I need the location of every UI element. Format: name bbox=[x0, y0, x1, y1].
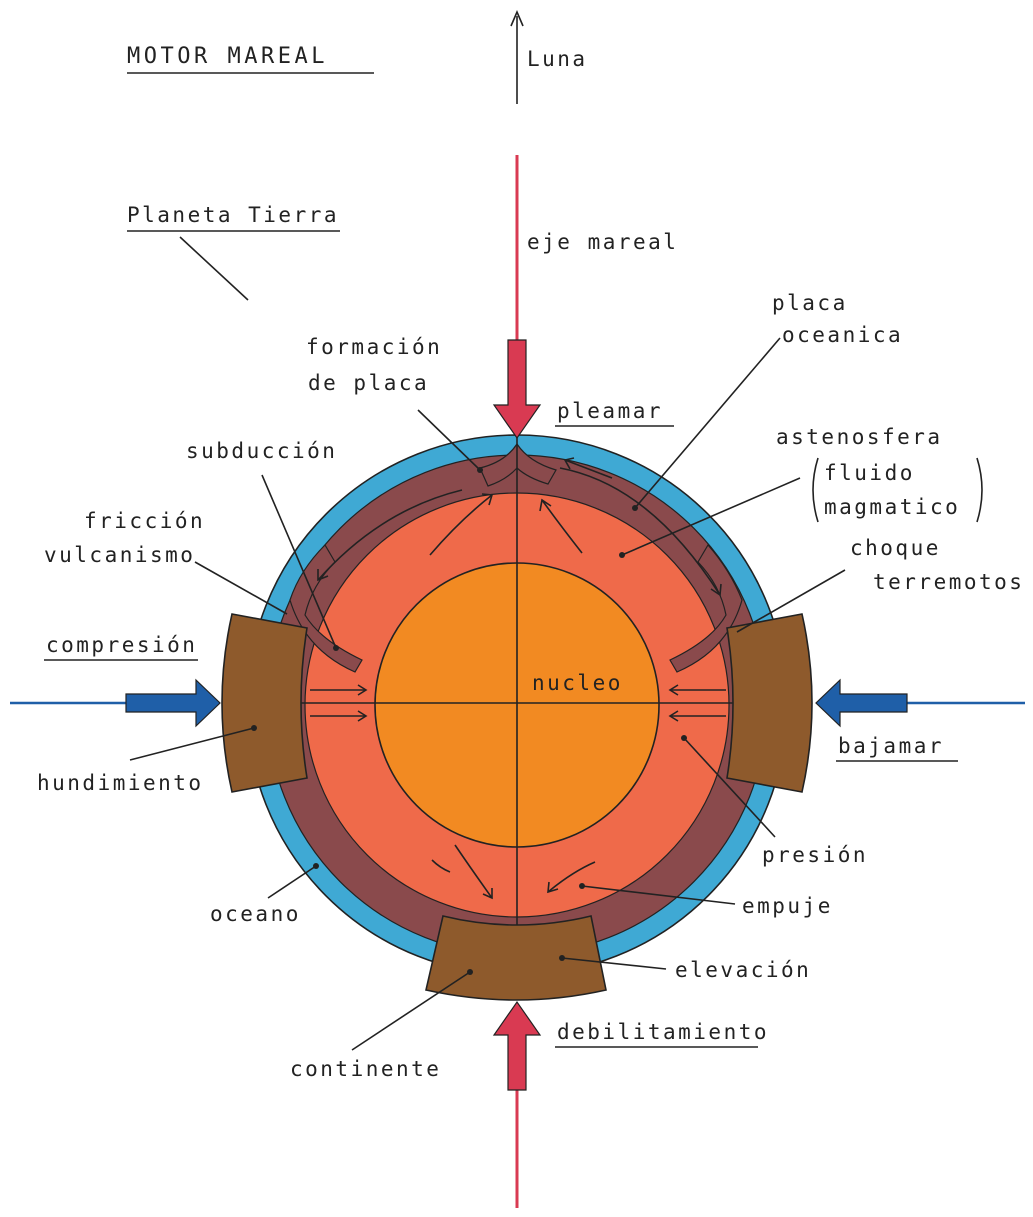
label-presion: presión bbox=[762, 843, 868, 867]
continente-dot bbox=[467, 969, 473, 975]
label-nucleo: nucleo bbox=[532, 671, 623, 695]
oceano-dot bbox=[313, 863, 319, 869]
formacion-dot bbox=[477, 467, 483, 473]
placa-oceanica-leader bbox=[635, 338, 780, 508]
elevacion-dot bbox=[559, 955, 565, 961]
astenosfera-dot bbox=[619, 552, 625, 558]
label-vulcanismo: vulcanismo bbox=[44, 543, 195, 567]
label-luna: Luna bbox=[527, 47, 588, 71]
empuje-dot bbox=[579, 883, 585, 889]
continent-left bbox=[222, 614, 307, 792]
label-oceanica: oceanica bbox=[782, 323, 903, 347]
label-oceano: oceano bbox=[210, 902, 301, 926]
label-astenosfera: astenosfera bbox=[776, 425, 943, 449]
pleamar-arrow bbox=[494, 340, 540, 438]
label-friccion: fricción bbox=[84, 509, 205, 533]
label-eje-mareal: eje mareal bbox=[527, 230, 678, 254]
label-compresion: compresión bbox=[46, 633, 197, 657]
oceano-leader bbox=[268, 866, 316, 898]
label-formacion: formación bbox=[306, 335, 442, 359]
fluido-paren-right bbox=[977, 458, 982, 522]
label-subduccion: subducción bbox=[186, 439, 337, 463]
presion-dot bbox=[681, 735, 687, 741]
label-terremotos: terremotos bbox=[873, 570, 1024, 594]
hundimiento-dot bbox=[251, 725, 257, 731]
label-continente: continente bbox=[290, 1057, 441, 1081]
planet-earth bbox=[247, 435, 787, 975]
compression-arrow-right bbox=[816, 680, 907, 726]
label-hundimiento: hundimiento bbox=[37, 771, 204, 795]
label-choque: choque bbox=[850, 536, 941, 560]
label-empuje: empuje bbox=[742, 894, 833, 918]
label-planeta-tierra: Planeta Tierra bbox=[127, 203, 339, 227]
continente-leader bbox=[352, 972, 470, 1050]
label-magmatico: magmatico bbox=[824, 495, 960, 519]
placa-oceanica-dot bbox=[632, 505, 638, 511]
planeta-leader bbox=[180, 237, 248, 300]
label-bajamar: bajamar bbox=[838, 734, 944, 758]
moon-direction-arrow bbox=[511, 12, 523, 104]
subduccion-dot bbox=[333, 645, 339, 651]
label-debilitamiento: debilitamiento bbox=[557, 1020, 769, 1044]
continent-bottom bbox=[426, 916, 606, 1000]
label-placa: placa bbox=[772, 291, 848, 315]
label-elevacion: elevación bbox=[675, 958, 811, 982]
label-pleamar: pleamar bbox=[557, 399, 663, 423]
debilitamiento-arrow bbox=[494, 1002, 540, 1090]
compression-arrow-left bbox=[126, 680, 220, 726]
label-de-placa: de placa bbox=[308, 371, 429, 395]
continent-right bbox=[727, 614, 812, 792]
fluido-paren-left bbox=[813, 458, 818, 522]
diagram-title: MOTOR MAREAL bbox=[127, 44, 328, 69]
label-fluido: fluido bbox=[824, 461, 915, 485]
